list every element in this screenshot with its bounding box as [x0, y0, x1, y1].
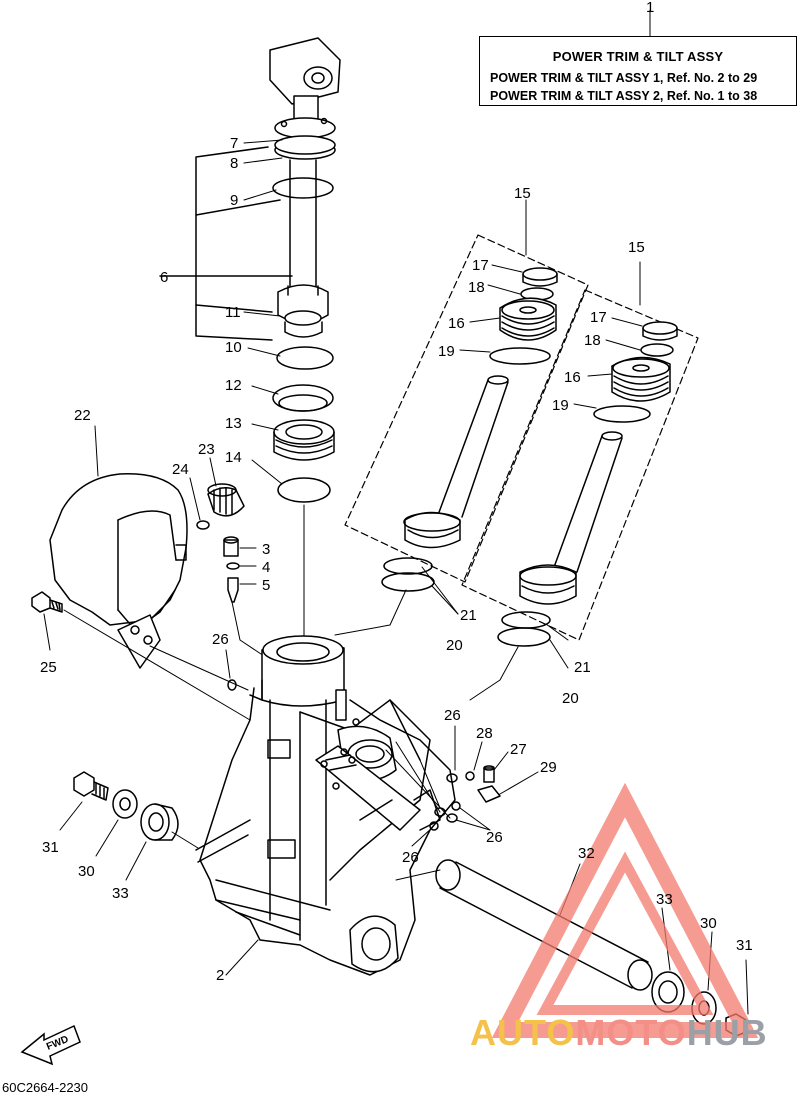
o-ring-4 [226, 562, 240, 570]
main-housing [195, 635, 456, 976]
washer-30-left [112, 789, 138, 819]
callout-15-left: 15 [514, 185, 531, 202]
o-ring-26b [446, 773, 458, 783]
drawing-code: 60C2664-2230 [2, 1080, 89, 1095]
backup-ring-21b [501, 611, 551, 629]
callout-26-left: 26 [212, 631, 229, 648]
callout-31-left: 31 [42, 839, 59, 856]
trim-kit-left [403, 267, 558, 549]
callout-6: 6 [160, 269, 168, 286]
backup-ring-21a [383, 557, 433, 575]
callout-11: 11 [225, 304, 241, 321]
bracket-line [195, 146, 273, 341]
callout-16-left: 16 [448, 315, 465, 332]
valve-3 [223, 539, 239, 557]
callout-21-right: 21 [574, 659, 591, 676]
o-ring-14 [277, 477, 331, 503]
callout-30-left: 30 [78, 863, 95, 880]
valve-5 [227, 577, 239, 603]
reservoir [49, 473, 188, 669]
callout-18-right: 18 [584, 332, 601, 349]
callout-8: 8 [230, 155, 238, 172]
callout-10: 10 [225, 339, 242, 356]
callout-1: 1 [646, 0, 654, 16]
callout-33-left: 33 [112, 885, 129, 902]
gland-13 [273, 419, 335, 461]
callout-19-left: 19 [438, 343, 455, 360]
callout-20-left: 20 [446, 637, 463, 654]
bolt-31-left [73, 771, 109, 801]
callout-26-lower: 26 [402, 849, 419, 866]
callout-30-right: 30 [700, 915, 717, 932]
o-ring-20a [381, 572, 435, 592]
callout-7: 7 [230, 135, 238, 152]
trim-kit-right-box [461, 289, 699, 641]
trim-kit-left-box [344, 234, 589, 583]
callout-2: 2 [216, 967, 224, 984]
callout-5: 5 [262, 577, 270, 594]
callout-27: 27 [510, 741, 527, 758]
callout-20-right: 20 [562, 690, 579, 707]
callout-4: 4 [262, 559, 270, 576]
callout-26-right: 26 [486, 829, 503, 846]
tilt-pin-32 [435, 859, 653, 991]
callout-13: 13 [225, 415, 242, 432]
assembly-line-1: POWER TRIM & TILT ASSY 1, Ref. No. 2 to … [490, 71, 758, 85]
watermark-part-2: MOTO [575, 1012, 687, 1053]
o-ring-24 [196, 520, 210, 530]
o-ring-26a [227, 679, 237, 691]
o-ring-10 [276, 346, 334, 370]
callout-21-left: 21 [460, 607, 477, 624]
callout-28: 28 [476, 725, 493, 742]
watermark-part-1: AUTO [470, 1012, 576, 1053]
ball-28 [465, 771, 475, 781]
callout-32: 32 [578, 845, 595, 862]
watermark-text: AUTOMOTOHUB [470, 1012, 768, 1054]
callout-14: 14 [225, 449, 242, 466]
callout-22: 22 [74, 407, 91, 424]
assembly-title-box: POWER TRIM & TILT ASSY POWER TRIM & TILT… [479, 36, 797, 106]
callout-18-left: 18 [468, 279, 485, 296]
bush-33-left [140, 803, 179, 841]
callout-24: 24 [172, 461, 189, 478]
assembly-title: POWER TRIM & TILT ASSY [552, 49, 724, 64]
plug-29 [477, 785, 501, 803]
callout-labels: 1 7 8 9 6 11 10 12 13 14 22 23 24 3 4 5 … [40, 0, 753, 984]
callout-17-right: 17 [590, 309, 607, 326]
callout-23: 23 [198, 441, 215, 458]
filler-plug-23 [207, 483, 245, 517]
o-ring-20b [497, 627, 551, 647]
callout-33-right: 33 [656, 891, 673, 908]
callout-31-right: 31 [736, 937, 753, 954]
trim-kit-right [519, 321, 678, 605]
watermark-logo [491, 782, 759, 1038]
tilt-rod [269, 37, 341, 338]
callout-3: 3 [262, 541, 270, 558]
callout-19-right: 19 [552, 397, 569, 414]
assembly-line-2: POWER TRIM & TILT ASSY 2, Ref. No. 1 to … [490, 89, 758, 103]
pin-27 [483, 767, 495, 783]
callout-29: 29 [540, 759, 557, 776]
callout-12: 12 [225, 377, 242, 394]
bolt-25 [31, 591, 63, 613]
callout-17-left: 17 [472, 257, 489, 274]
callout-26-upper: 26 [444, 707, 461, 724]
fwd-arrow: FWD [20, 1024, 81, 1066]
callout-9: 9 [230, 192, 238, 209]
callout-25: 25 [40, 659, 57, 676]
watermark-part-3: HUB [686, 1012, 768, 1053]
callout-15-right: 15 [628, 239, 645, 256]
callout-16-right: 16 [564, 369, 581, 386]
